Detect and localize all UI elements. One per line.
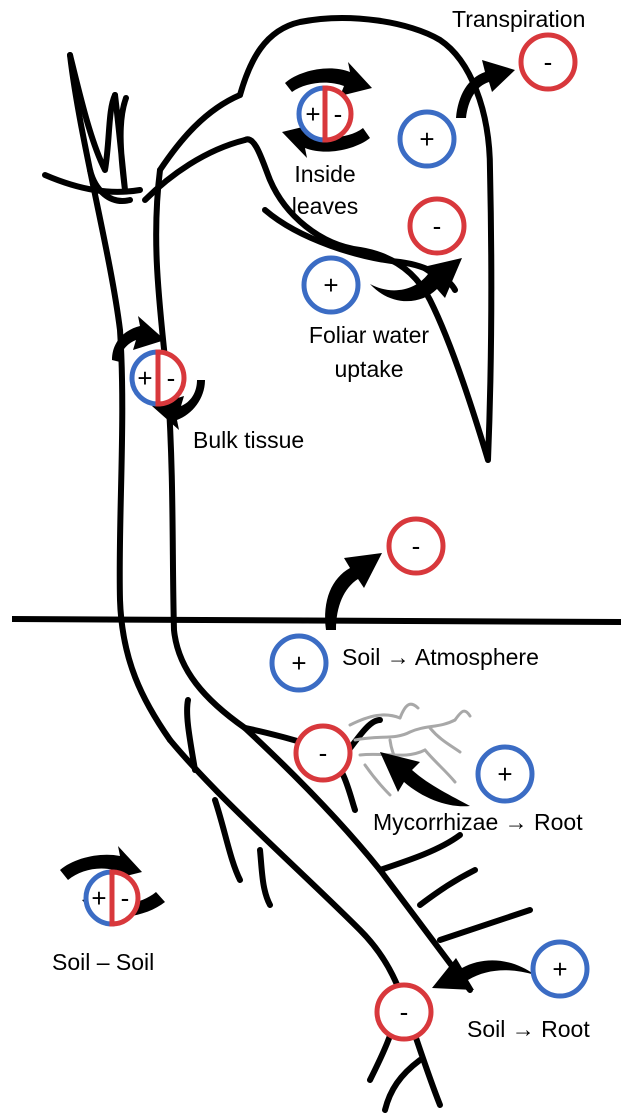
positive-circle-soil-surface: + [272, 636, 326, 690]
svg-text:+: + [419, 124, 434, 154]
svg-text:+: + [137, 363, 152, 393]
negative-circle-leaf: - [410, 199, 464, 253]
label-inside-leaves-line1: Inside [294, 161, 355, 187]
exchange-icon-soil-soil: + - [60, 846, 165, 926]
positive-circle-leaf: + [400, 112, 454, 166]
svg-text:+: + [291, 648, 306, 678]
svg-text:-: - [167, 363, 176, 393]
label-soil-soil: Soil – Soil [52, 949, 154, 975]
svg-text:-: - [400, 997, 409, 1027]
svg-text:-: - [544, 47, 553, 77]
svg-text:-: - [433, 211, 442, 241]
root-branch-left-3 [260, 850, 270, 905]
negative-circle-transpiration: - [521, 35, 575, 89]
svg-text:-: - [319, 738, 328, 768]
svg-text:-: - [412, 531, 421, 561]
negative-circle-atmosphere: - [389, 519, 443, 573]
positive-circle-mycorrhizae: + [478, 747, 532, 801]
svg-text:+: + [497, 759, 512, 789]
bud-right [115, 95, 126, 190]
svg-text:+: + [305, 99, 320, 129]
svg-text:-: - [121, 883, 130, 913]
label-bulk-tissue: Bulk tissue [193, 427, 304, 453]
exchange-icon-inside-leaves: + - [282, 62, 372, 158]
label-soil-root: Soil → Root [467, 1016, 590, 1042]
label-inside-leaves-line2: leaves [292, 193, 358, 219]
soil-surface-line [12, 619, 621, 622]
root-branch-right-1 [380, 835, 460, 870]
root-branch-lower-3 [385, 1060, 420, 1110]
negative-circle-root-lower: - [377, 985, 431, 1039]
svg-text:+: + [552, 954, 567, 984]
positive-circle-soil-root: + [533, 942, 587, 996]
root-main-right [245, 728, 470, 990]
mycorrhizae-root-arrow [380, 752, 470, 806]
label-foliar-line2: uptake [334, 356, 403, 382]
root-branch-right-2 [420, 870, 475, 905]
label-transpiration: Transpiration [452, 6, 585, 32]
root-main-left [170, 740, 410, 1020]
negative-circle-root-upper: - [296, 726, 350, 780]
label-foliar-line1: Foliar water [309, 322, 429, 348]
exchange-icon-bulk-tissue: + - [112, 316, 205, 430]
svg-text:-: - [334, 99, 343, 129]
svg-text:+: + [323, 270, 338, 300]
label-soil-atmosphere: Soil → Atmosphere [342, 644, 539, 670]
positive-circle-foliar: + [304, 258, 358, 312]
label-mycorrhizae-root: Mycorrhizae → Root [373, 809, 583, 835]
root-branch-right-3 [440, 910, 530, 940]
svg-text:+: + [91, 883, 106, 913]
